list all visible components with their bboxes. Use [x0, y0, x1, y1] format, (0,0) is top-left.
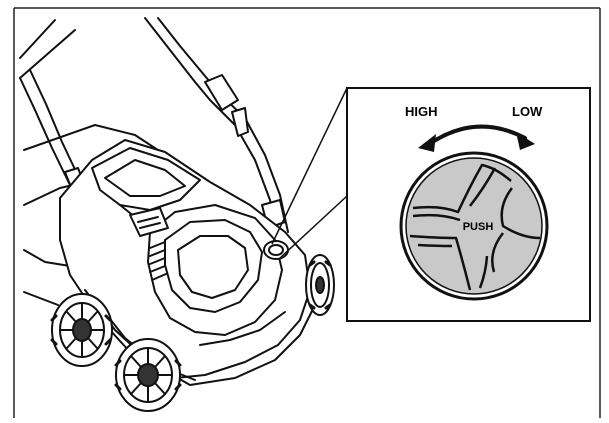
label-low: LOW	[512, 104, 543, 119]
label-high: HIGH	[405, 104, 438, 119]
height-adjust-knob: PUSH	[399, 151, 549, 301]
wheel-front	[114, 338, 182, 412]
detail-callout: HIGH LOW PUSH	[346, 87, 591, 322]
scarifier-machine	[19, 17, 335, 412]
illustration-frame	[13, 7, 601, 418]
callout-leader-lines	[271, 87, 348, 259]
mower-body	[59, 139, 316, 386]
wheel-right	[305, 254, 335, 316]
arrow-head-right-icon	[516, 132, 535, 150]
handle-right	[144, 17, 289, 236]
rotation-arrow	[426, 124, 527, 147]
arrow-head-left-icon	[418, 134, 436, 152]
wheel-rear-left	[50, 293, 113, 367]
label-push: PUSH	[463, 221, 494, 233]
